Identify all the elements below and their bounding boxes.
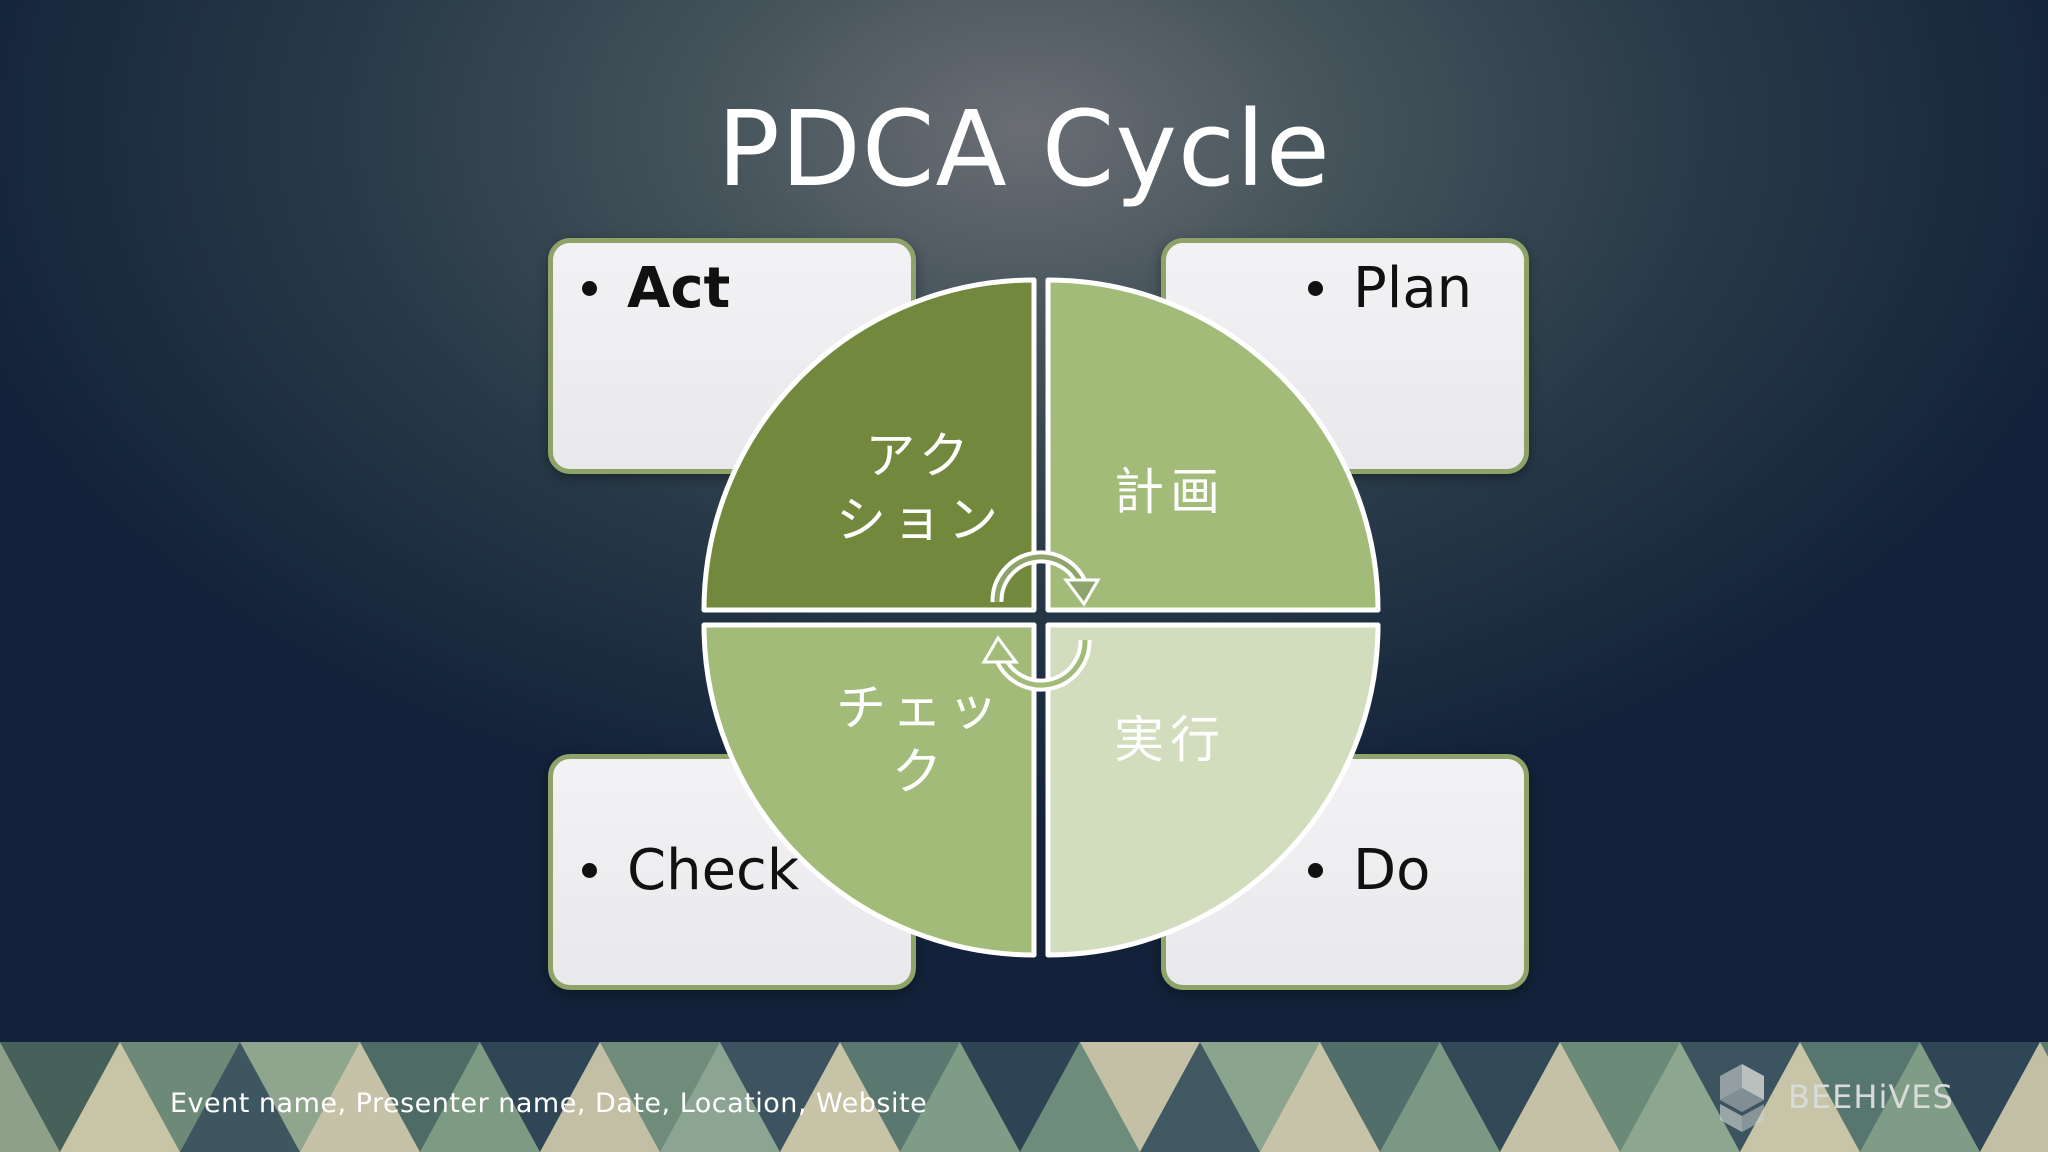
quadrant-check — [701, 622, 1037, 958]
card-check-label: Check — [582, 838, 799, 903]
brand-name: BEEHiVES — [1788, 1078, 1954, 1116]
quadrant-do — [1045, 622, 1381, 958]
card-act-label: Act — [582, 256, 730, 321]
bullet-icon — [582, 863, 597, 878]
circular-arrows-icon — [981, 550, 1101, 692]
quadrant-plan — [1045, 277, 1381, 613]
bullet-icon — [1308, 281, 1323, 296]
card-plan-text: Plan — [1353, 256, 1473, 321]
card-check-text: Check — [627, 838, 800, 903]
quadrant-plan-label: 計画 — [1114, 463, 1226, 521]
beehives-logo-icon — [1720, 1064, 1764, 1132]
quadrant-check-label: チェッ ク — [836, 679, 1004, 801]
decorative-triangle-band — [0, 1042, 2048, 1152]
bullet-icon — [1308, 863, 1323, 878]
quadrant-act — [701, 277, 1037, 613]
quadrant-do-label: 実行 — [1114, 711, 1226, 769]
bullet-icon — [582, 281, 597, 296]
card-do-text: Do — [1353, 838, 1431, 903]
card-plan-label: Plan — [1308, 256, 1472, 321]
quadrant-act-label: アク ション — [836, 427, 1004, 549]
card-do-label: Do — [1308, 838, 1430, 903]
card-act-text: Act — [627, 256, 731, 321]
slide-title: PDCA Cycle — [717, 88, 1331, 210]
footer-event-info: Event name, Presenter name, Date, Locati… — [170, 1088, 928, 1119]
